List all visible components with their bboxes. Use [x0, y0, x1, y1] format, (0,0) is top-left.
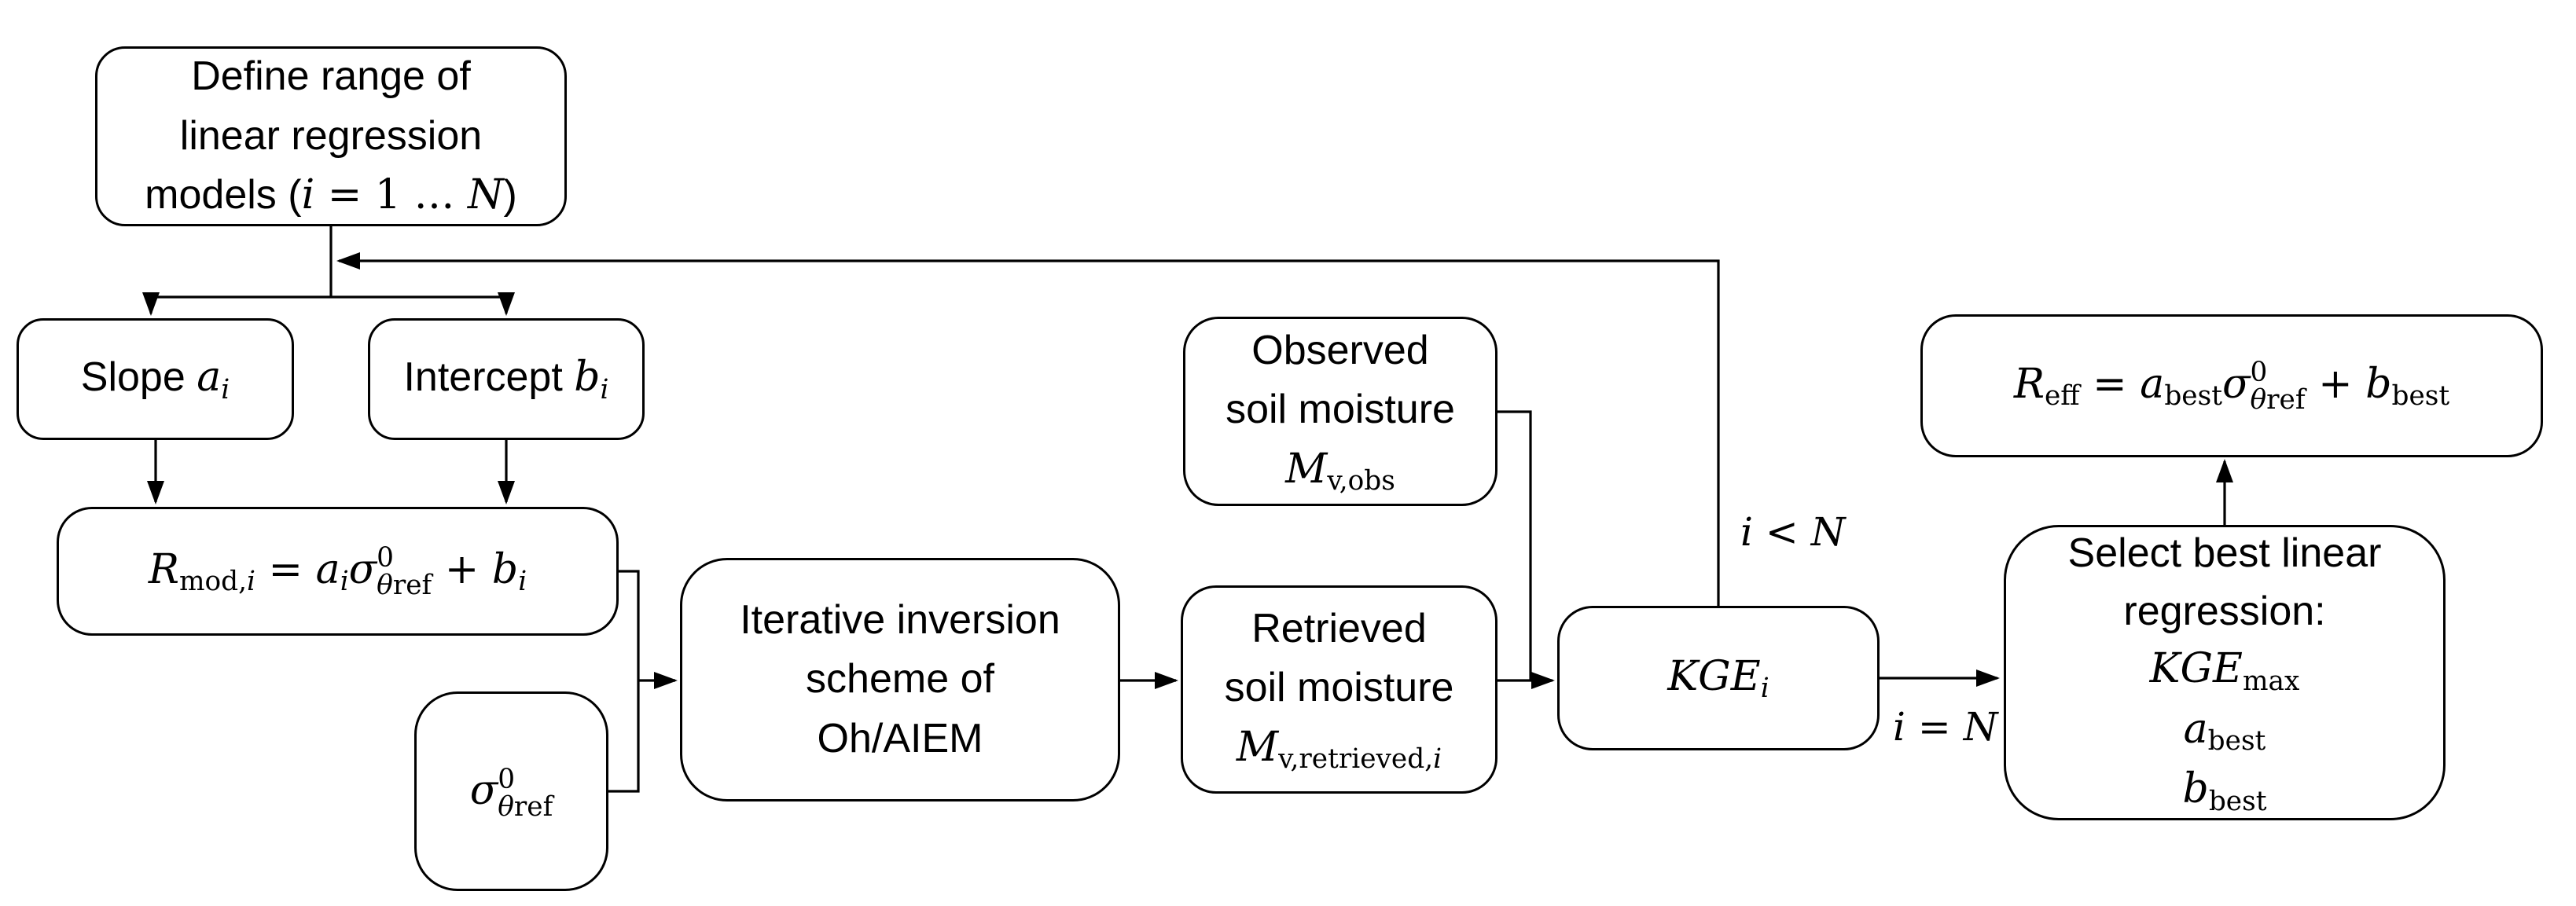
- box-slope: Slope ai: [17, 318, 294, 440]
- box-intercept: Intercept bi: [368, 318, 645, 440]
- label-i-less-than-n: i < N: [1740, 509, 1846, 555]
- box-kge: KGEi: [1557, 606, 1880, 750]
- feedback-loop-line: [336, 252, 1720, 606]
- line-observed-join: [1497, 410, 1532, 680]
- label-i-equals-n: i = N: [1893, 704, 1998, 750]
